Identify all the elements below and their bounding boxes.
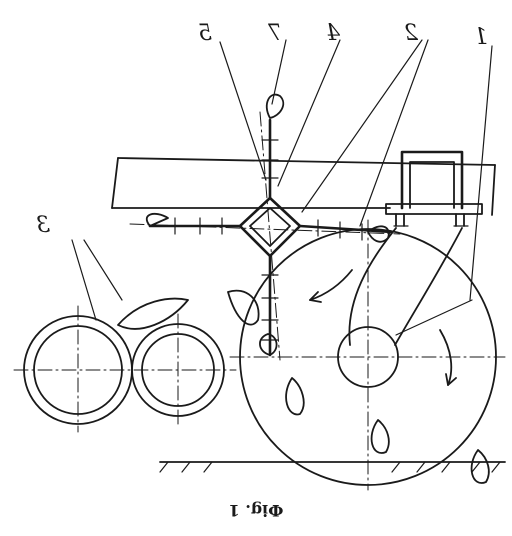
roller-pair — [13, 305, 237, 433]
clamp-bracket — [385, 150, 483, 227]
large-wheel — [229, 219, 506, 491]
rotation-arrows — [309, 269, 457, 386]
leaf-falling — [227, 289, 260, 326]
cross-rotor — [129, 111, 401, 361]
label-4: 4 — [326, 21, 341, 46]
label-7: 7 — [268, 21, 282, 46]
label-5: 5 — [198, 21, 212, 46]
label-1: 1 — [474, 25, 488, 50]
label-3: 3 — [36, 213, 50, 238]
leader-lines — [71, 39, 493, 336]
leaf-tips — [145, 93, 390, 356]
label-2: 2 — [404, 21, 419, 46]
leaves-on-wheel — [285, 377, 490, 484]
frame-beam — [111, 157, 496, 216]
ground-line — [159, 461, 506, 473]
figure-caption: Фig. 1 — [229, 501, 284, 520]
leaf-on-rollers — [117, 297, 189, 330]
